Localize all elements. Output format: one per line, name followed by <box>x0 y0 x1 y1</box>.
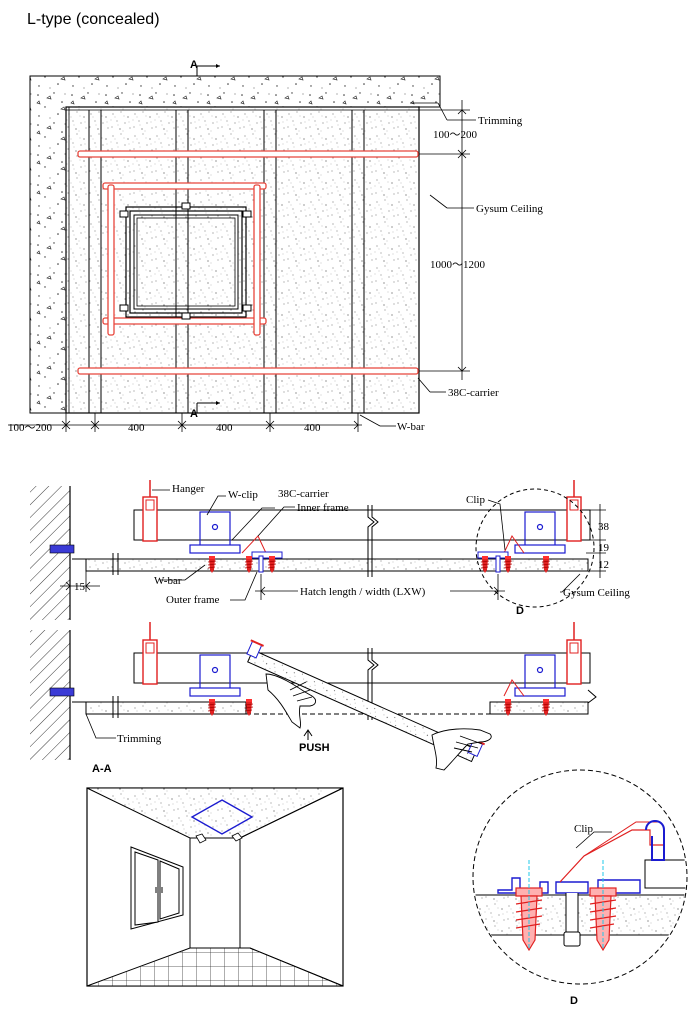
dim-carrier-spacing: 1000～1200 <box>430 259 485 271</box>
detail-d-callout <box>475 488 595 608</box>
dim-height-19: 19 <box>598 542 610 554</box>
section-open: PUSH Trimming A-A <box>30 622 597 775</box>
hand-upper-icon <box>431 728 492 771</box>
section-closed: Hanger W-clip 38C-carrier Inner frame Cl… <box>30 480 630 620</box>
room-perspective <box>86 787 344 987</box>
hatch-frame-plan <box>119 202 252 320</box>
label-gypsum-ceiling: Gysum Ceiling <box>476 203 543 215</box>
label-gypsum-ceiling: Gysum Ceiling <box>563 587 630 599</box>
label-trimming: Trimming <box>117 733 162 745</box>
section-title: A-A <box>92 763 112 775</box>
hanger-left <box>142 480 158 542</box>
label-detail-d: D <box>516 605 524 617</box>
label-w-bar: W-bar <box>154 575 182 587</box>
w-clip-right <box>514 511 566 554</box>
plan-bottom-dimensions <box>8 413 362 432</box>
dim-edge-top: 100～200 <box>433 129 477 141</box>
label-38c-carrier: 38C-carrier <box>278 488 329 500</box>
section-marker-top: A <box>190 59 220 76</box>
detail-d-title: D <box>570 995 578 1007</box>
vertical-dimensions <box>586 504 606 578</box>
detail-d: Clip D <box>472 769 688 1007</box>
label-hatch-size: Hatch length / width (LXW) <box>300 586 426 598</box>
label-push: PUSH <box>299 742 330 754</box>
dim-bar-spacing: 400 <box>128 422 145 434</box>
label-outer-frame: Outer frame <box>166 594 220 606</box>
section-marker-label: A <box>190 59 198 71</box>
carrier-section <box>133 509 591 541</box>
dim-edge-left: 100～200 <box>8 422 52 434</box>
ceiling-hatch-icon <box>190 799 254 835</box>
w-bars-plan <box>88 110 365 413</box>
section-marker-bottom: A <box>190 401 220 420</box>
label-trimming: Trimming <box>478 115 523 127</box>
label-inner-frame: Inner frame <box>297 502 349 514</box>
plan-view: A A Trimming 100～200 Gysum Ceiling 1 <box>8 59 543 434</box>
hanger-right <box>566 480 582 542</box>
hand-lower-icon <box>265 673 317 729</box>
page-title: L-type (concealed) <box>27 11 160 28</box>
label-clip-detail: Clip <box>574 823 593 835</box>
gypsum-board-section <box>85 558 589 572</box>
hatch-size-dimension <box>255 574 505 600</box>
label-w-bar: W-bar <box>397 421 425 433</box>
label-w-clip: W-clip <box>228 489 258 501</box>
plan-right-dimensions <box>359 100 476 427</box>
window-icon <box>130 846 184 930</box>
label-38c-carrier: 38C-carrier <box>448 387 499 399</box>
dim-wall-gap: 15 <box>74 581 86 593</box>
dim-bar-spacing: 400 <box>216 422 233 434</box>
dim-height-12: 12 <box>598 559 609 571</box>
section-marker-label: A <box>190 408 198 420</box>
dim-bar-spacing: 400 <box>304 422 321 434</box>
w-clip-left <box>189 511 241 554</box>
label-clip: Clip <box>466 494 485 506</box>
dim-height-38: 38 <box>598 521 610 533</box>
label-hanger: Hanger <box>172 483 205 495</box>
